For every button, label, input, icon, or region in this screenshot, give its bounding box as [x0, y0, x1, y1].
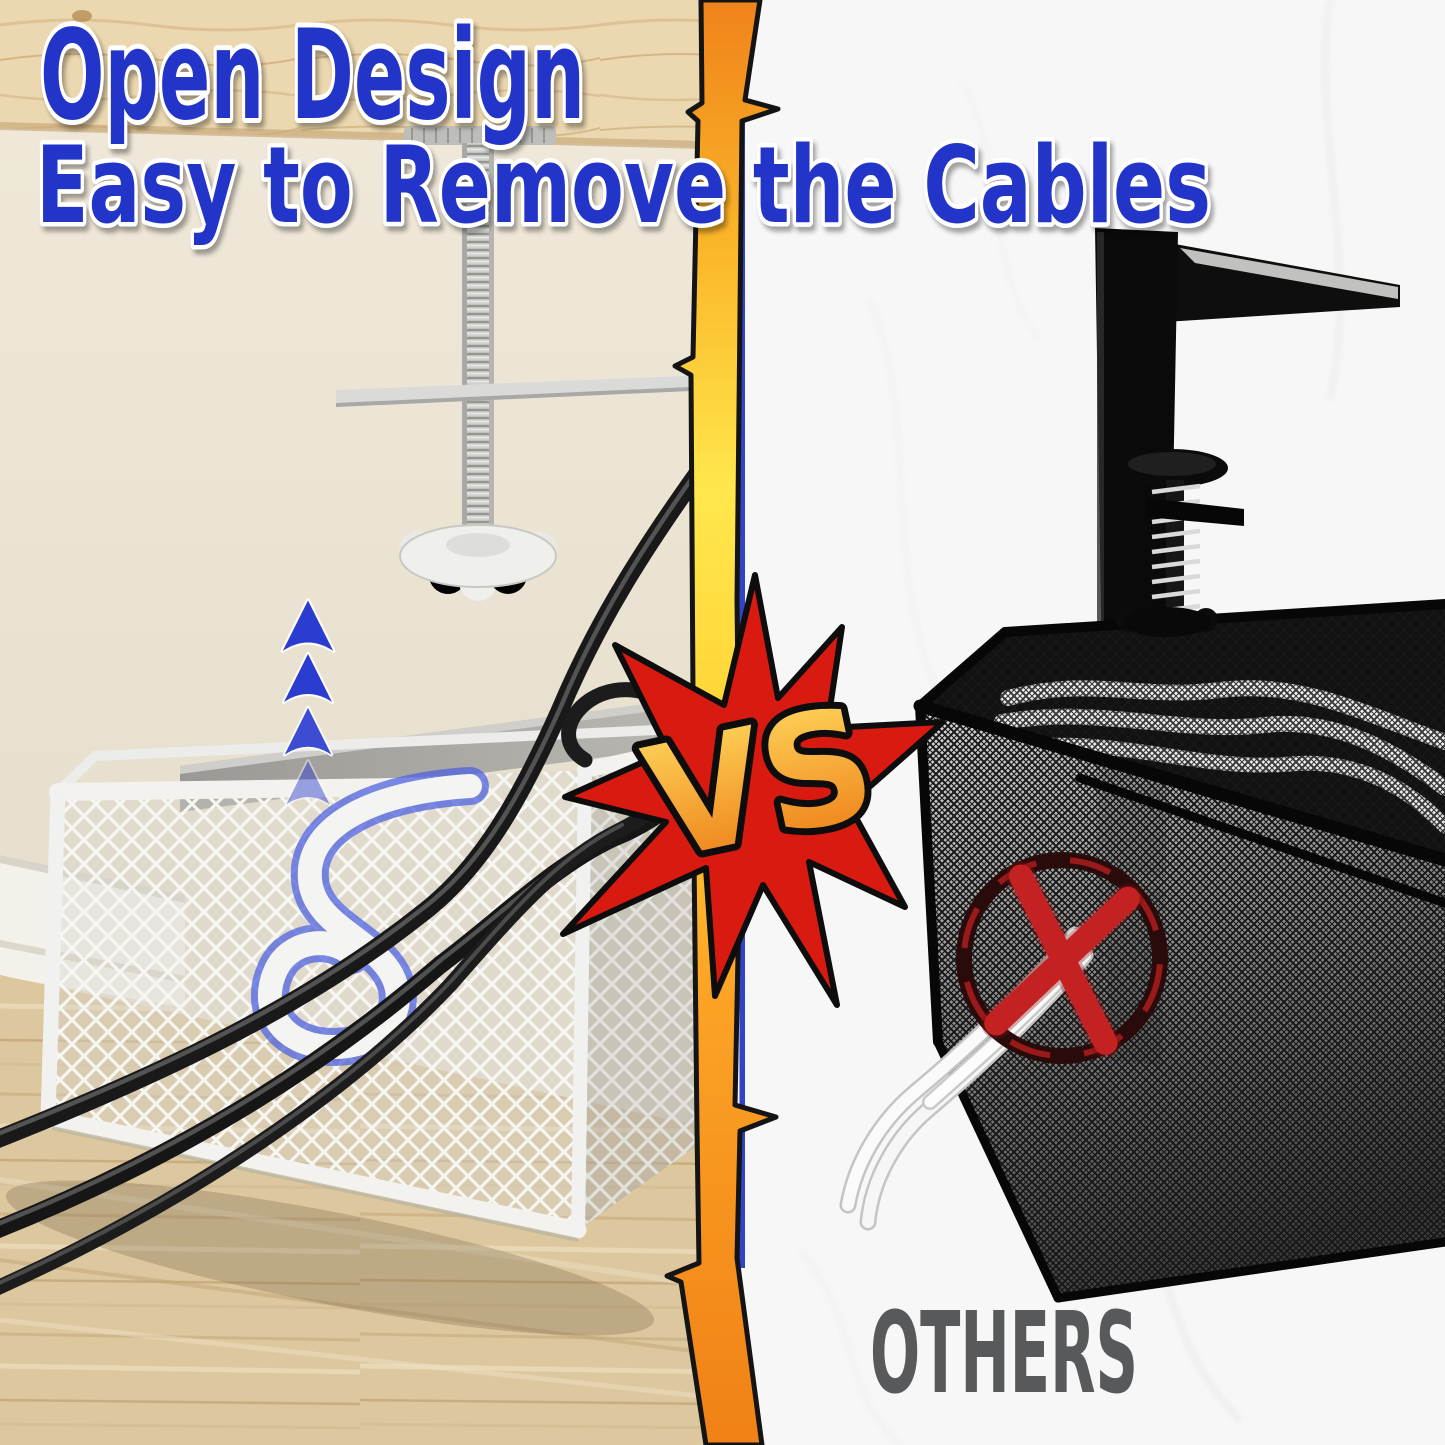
basket-ground-shadow — [5, 1180, 655, 1336]
headline-line1: Open Design — [40, 4, 585, 148]
white-exit-cables — [839, 926, 1094, 1231]
clamp-threaded-rod — [462, 143, 494, 553]
basket-bottom-rim — [39, 1109, 587, 1239]
clamp-foot-plate — [1146, 498, 1244, 526]
others-label: OTHERS — [870, 1289, 1138, 1419]
headline-line2: Easy to Remove the Cables — [36, 124, 1211, 247]
vs-starburst: VS — [560, 572, 946, 1008]
clamp-knurled-nut — [404, 126, 556, 145]
no-entry-x-icon — [956, 852, 1168, 1064]
clamp-screw-assembly — [1116, 449, 1244, 637]
headline: Open Design Easy to Remove the Cables — [32, 0, 1216, 252]
basket-corner-post — [571, 763, 592, 1237]
basket-lid-mesh — [920, 604, 1445, 858]
clamp-wing-knob — [1116, 607, 1218, 637]
basket-back-rim — [90, 723, 705, 761]
clamp-knob — [399, 524, 557, 601]
white-desk-clamp — [335, 126, 730, 601]
basket-lid-bar — [1075, 773, 1445, 908]
basket-left-post — [40, 784, 66, 1126]
